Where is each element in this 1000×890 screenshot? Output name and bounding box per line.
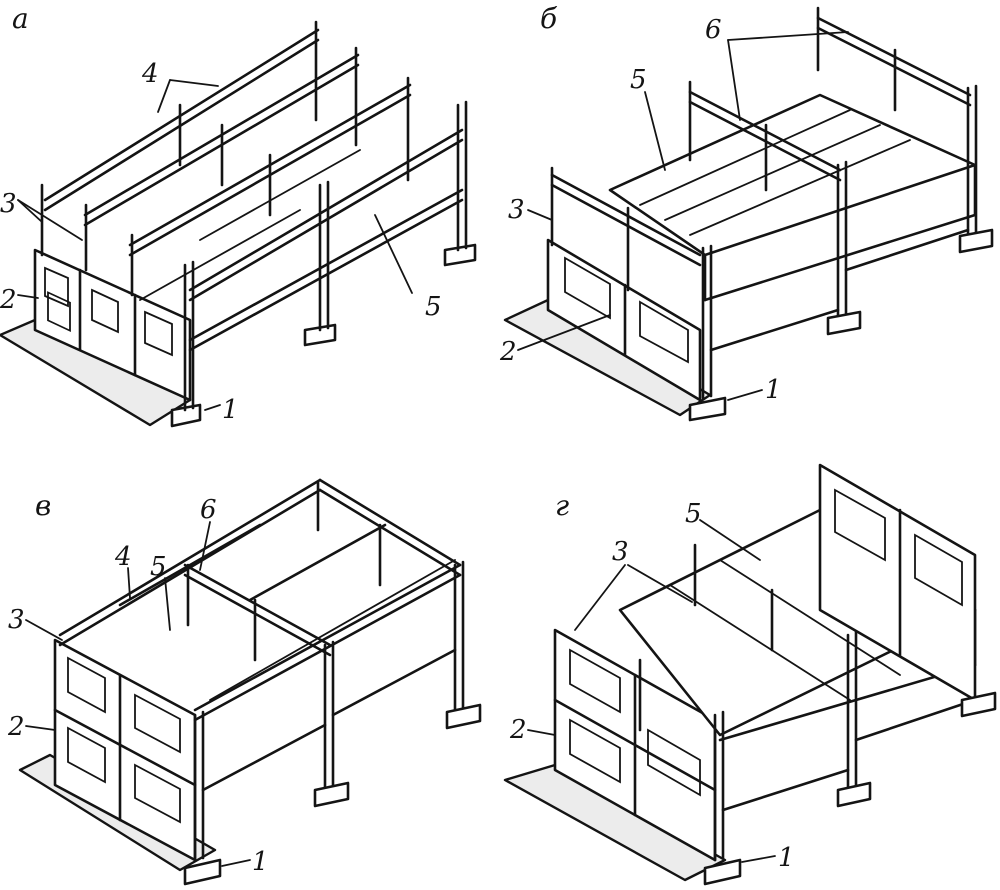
panel-a-foundation-pad-back xyxy=(443,243,477,267)
panel-b-callout-3: 3 xyxy=(508,195,525,225)
panel-g-callout-5: 5 xyxy=(685,499,702,529)
panel-v-foundation-pad-back xyxy=(445,703,482,730)
panel-b-foundation-pad-back xyxy=(958,228,994,254)
panel-a-callout-3: 3 xyxy=(0,189,17,219)
panel-v-callout-6: 6 xyxy=(200,495,217,525)
panel-a-callout-2: 2 xyxy=(0,285,17,315)
panel-g-callout-3: 3 xyxy=(612,537,629,567)
panel-v-foundation-pad-mid xyxy=(313,781,350,808)
panel-a-callout-1: 1 xyxy=(222,395,239,425)
panel-v-foundation-pad-front xyxy=(183,858,222,886)
panel-b-letter: б xyxy=(540,2,558,35)
panel-a-callout-5: 5 xyxy=(425,292,442,322)
panel-g-ground-plate xyxy=(503,763,727,882)
panel-g-letter: г xyxy=(555,489,569,522)
panel-a-foundation-pad-front xyxy=(170,403,202,428)
panel-b-callout-2: 2 xyxy=(499,337,517,367)
panel-b xyxy=(503,6,994,422)
panel-g-callout-2: 2 xyxy=(509,715,527,745)
panel-a-foundation-pad-mid xyxy=(303,323,337,347)
panel-a xyxy=(0,20,477,428)
panel-v-letter: в xyxy=(35,489,51,522)
panel-b-callout-5: 5 xyxy=(630,65,647,95)
panel-v-callout-4: 4 xyxy=(114,542,132,572)
panel-v xyxy=(18,478,482,886)
panel-b-foundation-pad-mid xyxy=(826,310,862,336)
panel-g-foundation-pad-mid xyxy=(836,781,872,808)
panel-b-callout-6: 6 xyxy=(705,15,722,45)
panel-a-callout-4: 4 xyxy=(141,59,159,89)
panel-a-wall-blocks xyxy=(33,248,192,402)
panel-a-letter: а xyxy=(12,2,29,35)
panel-v-callout-5: 5 xyxy=(150,552,167,582)
panel-v-callout-2: 2 xyxy=(7,712,25,742)
panel-v-callout-1: 1 xyxy=(252,847,269,877)
panel-g-callout-1: 1 xyxy=(778,843,795,873)
panel-g xyxy=(503,463,997,886)
panel-v-callout-3: 3 xyxy=(8,605,25,635)
panel-g-foundation-pad-back xyxy=(960,691,997,718)
panel-b-callout-1: 1 xyxy=(765,375,782,405)
panel-b-foundation-pad-front xyxy=(688,396,727,422)
panel-g-foundation-pad-front xyxy=(703,858,742,886)
